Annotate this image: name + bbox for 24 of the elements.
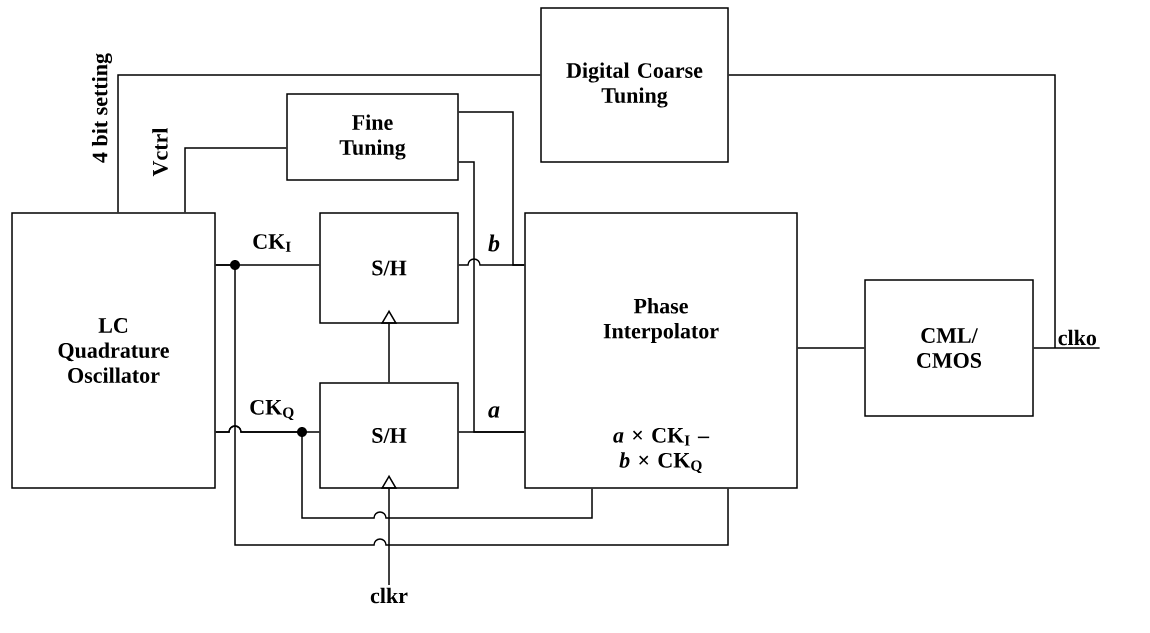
edge-label: Vctrl [152,127,168,177]
block-box: Phase Interpolator a × CK$_{I}$ – b × CK$_{Q}$ [524,212,798,489]
edge-label: CK$_{Q}$ [250,399,294,421]
block-box: S/H [319,212,459,324]
signal-label: clko [1058,329,1097,346]
block-box: LC Quadrature Oscillator [11,212,216,489]
wire [184,147,287,213]
block-box: CML/ CMOS [864,279,1034,417]
edge-label: 4 bit setting [91,53,113,163]
edge-label: b [488,234,500,252]
wire [117,74,541,213]
signal-label: clkr [370,587,408,604]
wire [458,111,525,266]
block-box: Fine Tuning [286,93,459,181]
block-box: S/H [319,382,459,489]
block-box: Digital Coarse Tuning [540,7,729,163]
wire [215,425,593,519]
edge-label: a [488,406,500,418]
wire [215,264,729,546]
wire [728,74,1056,349]
edge-label: CK$_{I}$ [253,234,291,252]
wire [797,347,865,349]
wire [1033,347,1101,349]
wire [458,161,525,433]
